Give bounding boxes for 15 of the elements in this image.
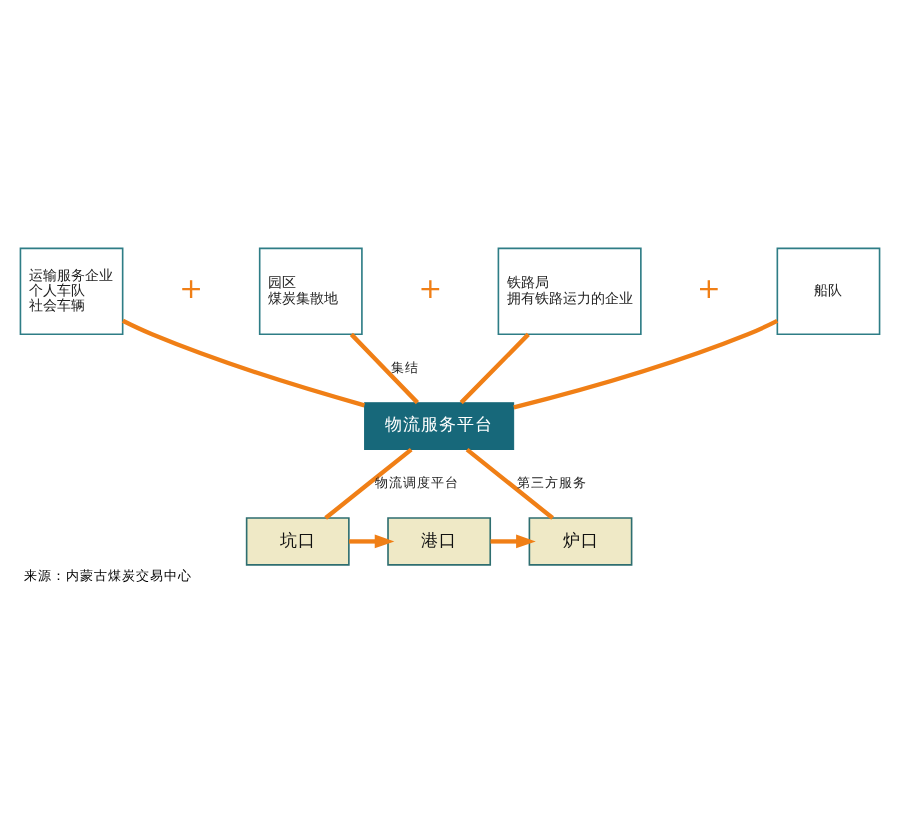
label: + [179, 274, 204, 307]
connector [121, 318, 365, 408]
arrow [490, 534, 536, 549]
label: + [696, 274, 721, 307]
arrow [349, 534, 395, 549]
connector [459, 332, 530, 405]
connector [465, 447, 554, 520]
connector [324, 447, 413, 520]
node-box: 港口 [387, 517, 492, 566]
label: + [418, 274, 443, 307]
node-box: 炉口 [528, 517, 633, 566]
node-box: 坑口 [245, 517, 350, 566]
connector [349, 332, 419, 405]
connector [513, 319, 779, 410]
node-box: 物流服务平台 [364, 402, 515, 451]
